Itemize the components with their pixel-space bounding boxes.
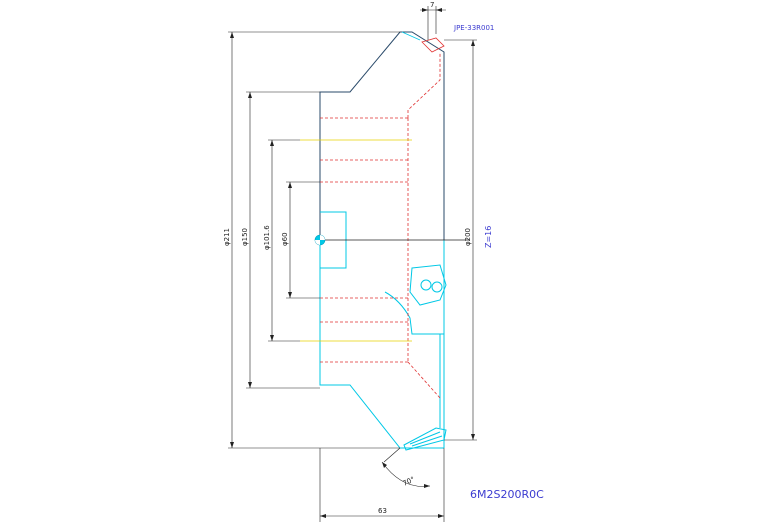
dim-101-6-label: φ101.6 — [263, 225, 271, 250]
model-label: 6M2S200R0C — [470, 488, 544, 501]
angle-70-label: 70° — [401, 475, 416, 488]
dimension-arrows — [230, 8, 475, 518]
dimension-lines — [228, 6, 477, 522]
dim-150-label: φ150 — [241, 228, 249, 246]
teeth-count-label: Z=16 — [484, 226, 493, 248]
top-tooth — [401, 31, 445, 53]
cutter-outline-upper — [319, 31, 445, 240]
dim-7-label: 7 — [430, 1, 434, 9]
cutter-outline-lower — [319, 211, 447, 451]
hidden-lines — [320, 52, 441, 399]
dim-60-label: φ60 — [281, 232, 289, 246]
dim-200-label: φ200 — [464, 228, 472, 246]
dim-211-label: φ211 — [223, 228, 231, 246]
dim-63-label: 63 — [378, 507, 387, 515]
center-lines — [300, 139, 412, 342]
axis-line — [314, 234, 470, 246]
part-code-label: JPE-33R001 — [453, 24, 494, 32]
